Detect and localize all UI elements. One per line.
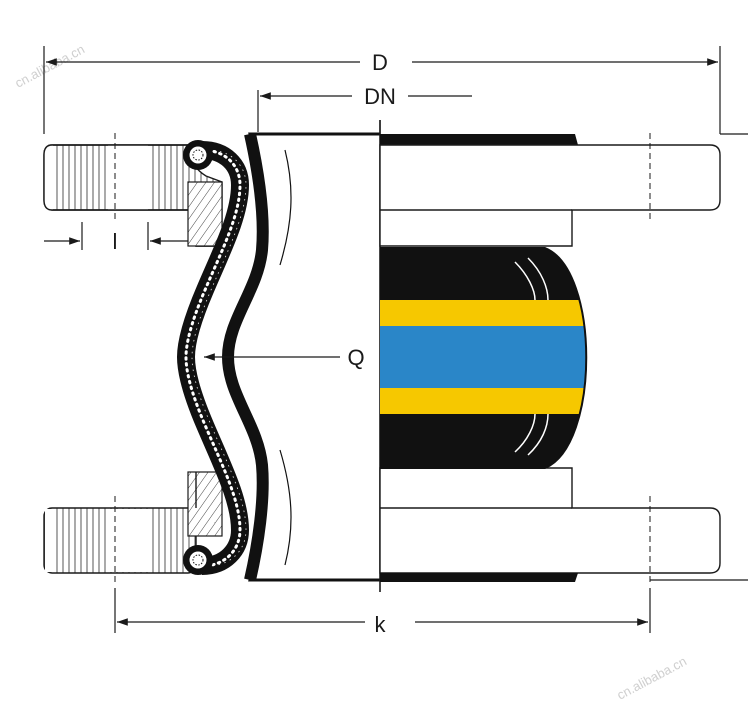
- cord-reinforcement: [184, 148, 242, 568]
- watermark-text-2: cn.alibaba.cn: [614, 653, 689, 702]
- dimension-lines: [43, 46, 748, 633]
- right-top-flange: [379, 144, 721, 247]
- right-external-view: [379, 133, 721, 585]
- dimension-label-l: l: [113, 229, 118, 254]
- dimension-label-k: k: [375, 612, 387, 637]
- blue-band: [380, 326, 587, 388]
- right-bottom-flange: [379, 467, 721, 574]
- yellow-band-bottom: [380, 388, 587, 414]
- watermark-text: cn.alibaba.cn: [12, 41, 87, 90]
- left-section-view: [43, 132, 380, 585]
- dimension-label-dn: DN: [364, 84, 396, 109]
- dimension-label-q: Q: [347, 345, 364, 370]
- dimension-label-d: D: [372, 50, 388, 75]
- yellow-band-top: [380, 300, 587, 326]
- bellows-external-bulge: [380, 248, 587, 468]
